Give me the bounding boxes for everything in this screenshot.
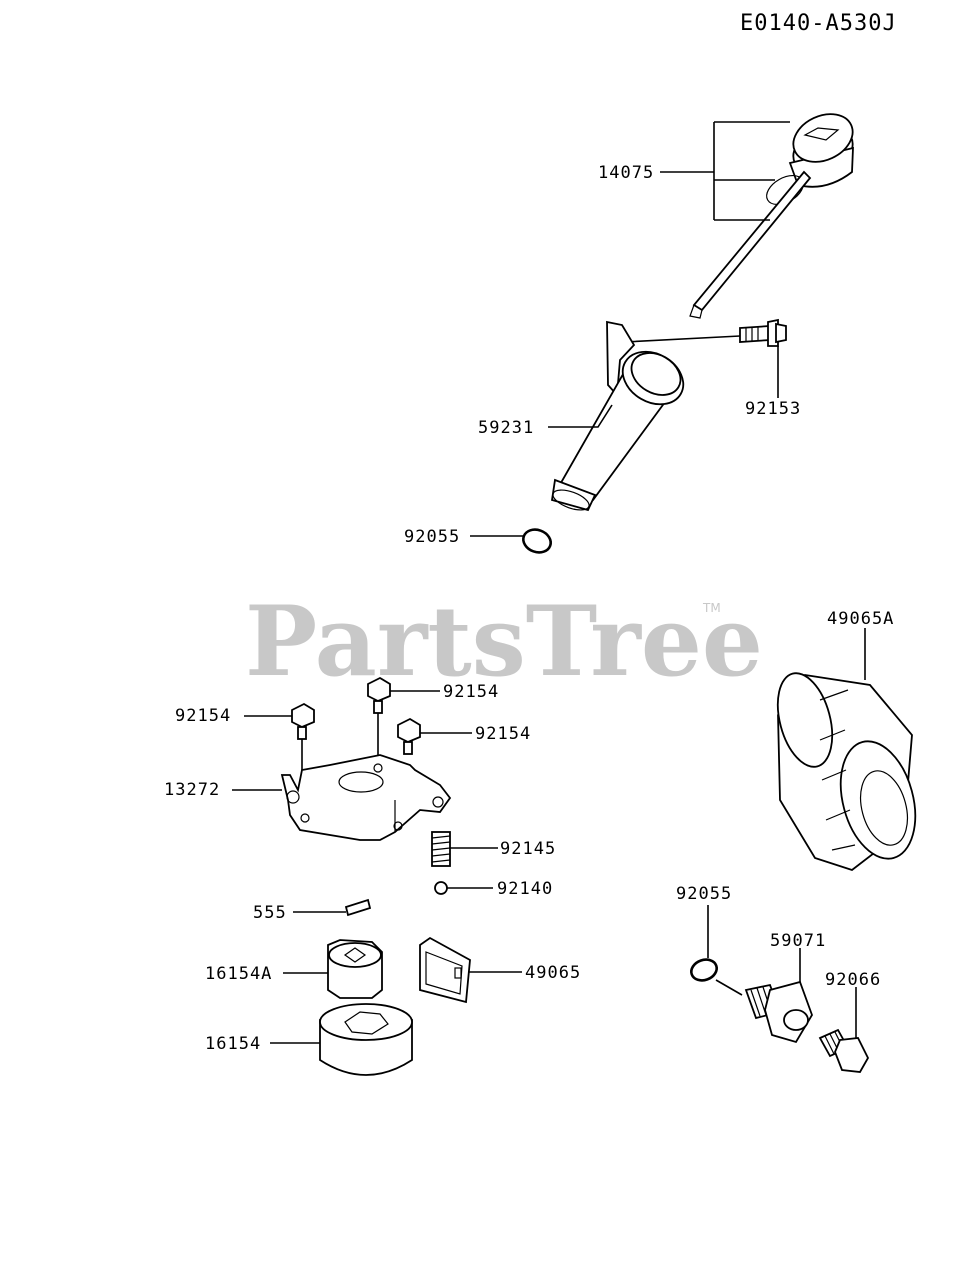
oil-filter-part[interactable]: 49065A bbox=[768, 609, 927, 872]
o-ring-92055-upper-part[interactable]: 92055 bbox=[404, 526, 554, 556]
oil-filter-icon bbox=[776, 672, 917, 872]
spring-part[interactable]: 92145 bbox=[431, 831, 556, 867]
pin-part[interactable]: 555 bbox=[253, 898, 372, 923]
ball-part[interactable]: 92140 bbox=[434, 879, 553, 899]
part-number[interactable]: 49065A bbox=[827, 609, 894, 629]
fitting-part[interactable]: 59071 bbox=[744, 931, 826, 1044]
spring-icon bbox=[431, 831, 451, 867]
bolt-icon bbox=[739, 318, 787, 347]
dipstick-part[interactable]: 14075 bbox=[598, 105, 860, 319]
part-number[interactable]: 59071 bbox=[770, 931, 826, 951]
o-ring-icon bbox=[522, 528, 552, 554]
oil-fill-tube-icon bbox=[550, 320, 685, 512]
pin-icon bbox=[344, 898, 372, 917]
drain-plug-part[interactable]: 92066 bbox=[818, 970, 881, 1073]
part-number[interactable]: 92055 bbox=[676, 884, 732, 904]
bolt-icon bbox=[291, 702, 315, 740]
part-number[interactable]: 92154 bbox=[175, 706, 231, 726]
bolt-92154-top-part[interactable]: 92154 bbox=[367, 676, 499, 760]
inner-rotor-part[interactable]: 16154A bbox=[205, 939, 383, 999]
part-number[interactable]: 92153 bbox=[745, 399, 801, 419]
fitting-icon bbox=[744, 980, 813, 1044]
ball-icon bbox=[434, 881, 448, 895]
bolt-icon bbox=[397, 717, 421, 755]
oil-dipstick-cap-icon bbox=[689, 113, 854, 319]
outer-rotor-icon bbox=[319, 1003, 413, 1076]
o-ring-92055-lower-part[interactable]: 92055 bbox=[676, 884, 743, 996]
watermark-trademark: TM bbox=[702, 601, 721, 615]
strainer-icon bbox=[419, 936, 471, 1004]
watermark-text: PartsTree bbox=[245, 585, 763, 698]
drain-plug-icon bbox=[818, 1028, 870, 1073]
plate-icon bbox=[280, 754, 452, 841]
bolt-92154-right-part[interactable]: 92154 bbox=[397, 717, 531, 755]
part-number[interactable]: 13272 bbox=[164, 780, 220, 800]
bolt-92153-part[interactable]: 92153 bbox=[624, 318, 801, 419]
part-number[interactable]: 16154A bbox=[205, 964, 272, 984]
oil-fill-tube-part[interactable]: 59231 bbox=[478, 320, 693, 514]
part-number[interactable]: 59231 bbox=[478, 418, 534, 438]
strainer-part[interactable]: 49065 bbox=[419, 936, 581, 1004]
diagram-code: E0140-A530J bbox=[740, 11, 897, 36]
part-number[interactable]: 92066 bbox=[825, 970, 881, 990]
part-number[interactable]: 14075 bbox=[598, 163, 654, 183]
plate-part[interactable]: 13272 bbox=[164, 754, 452, 841]
part-number[interactable]: 555 bbox=[253, 903, 287, 923]
bolt-92154-left-part[interactable]: 92154 bbox=[175, 702, 315, 774]
o-ring-icon bbox=[690, 958, 718, 982]
inner-rotor-icon bbox=[327, 939, 383, 999]
part-number[interactable]: 92145 bbox=[500, 839, 556, 859]
bolt-icon bbox=[367, 676, 391, 714]
outer-rotor-part[interactable]: 16154 bbox=[205, 1003, 413, 1076]
part-number[interactable]: 16154 bbox=[205, 1034, 261, 1054]
part-number[interactable]: 92140 bbox=[497, 879, 553, 899]
part-number[interactable]: 92154 bbox=[475, 724, 531, 744]
part-number[interactable]: 49065 bbox=[525, 963, 581, 983]
part-number[interactable]: 92055 bbox=[404, 527, 460, 547]
part-number[interactable]: 92154 bbox=[443, 682, 499, 702]
